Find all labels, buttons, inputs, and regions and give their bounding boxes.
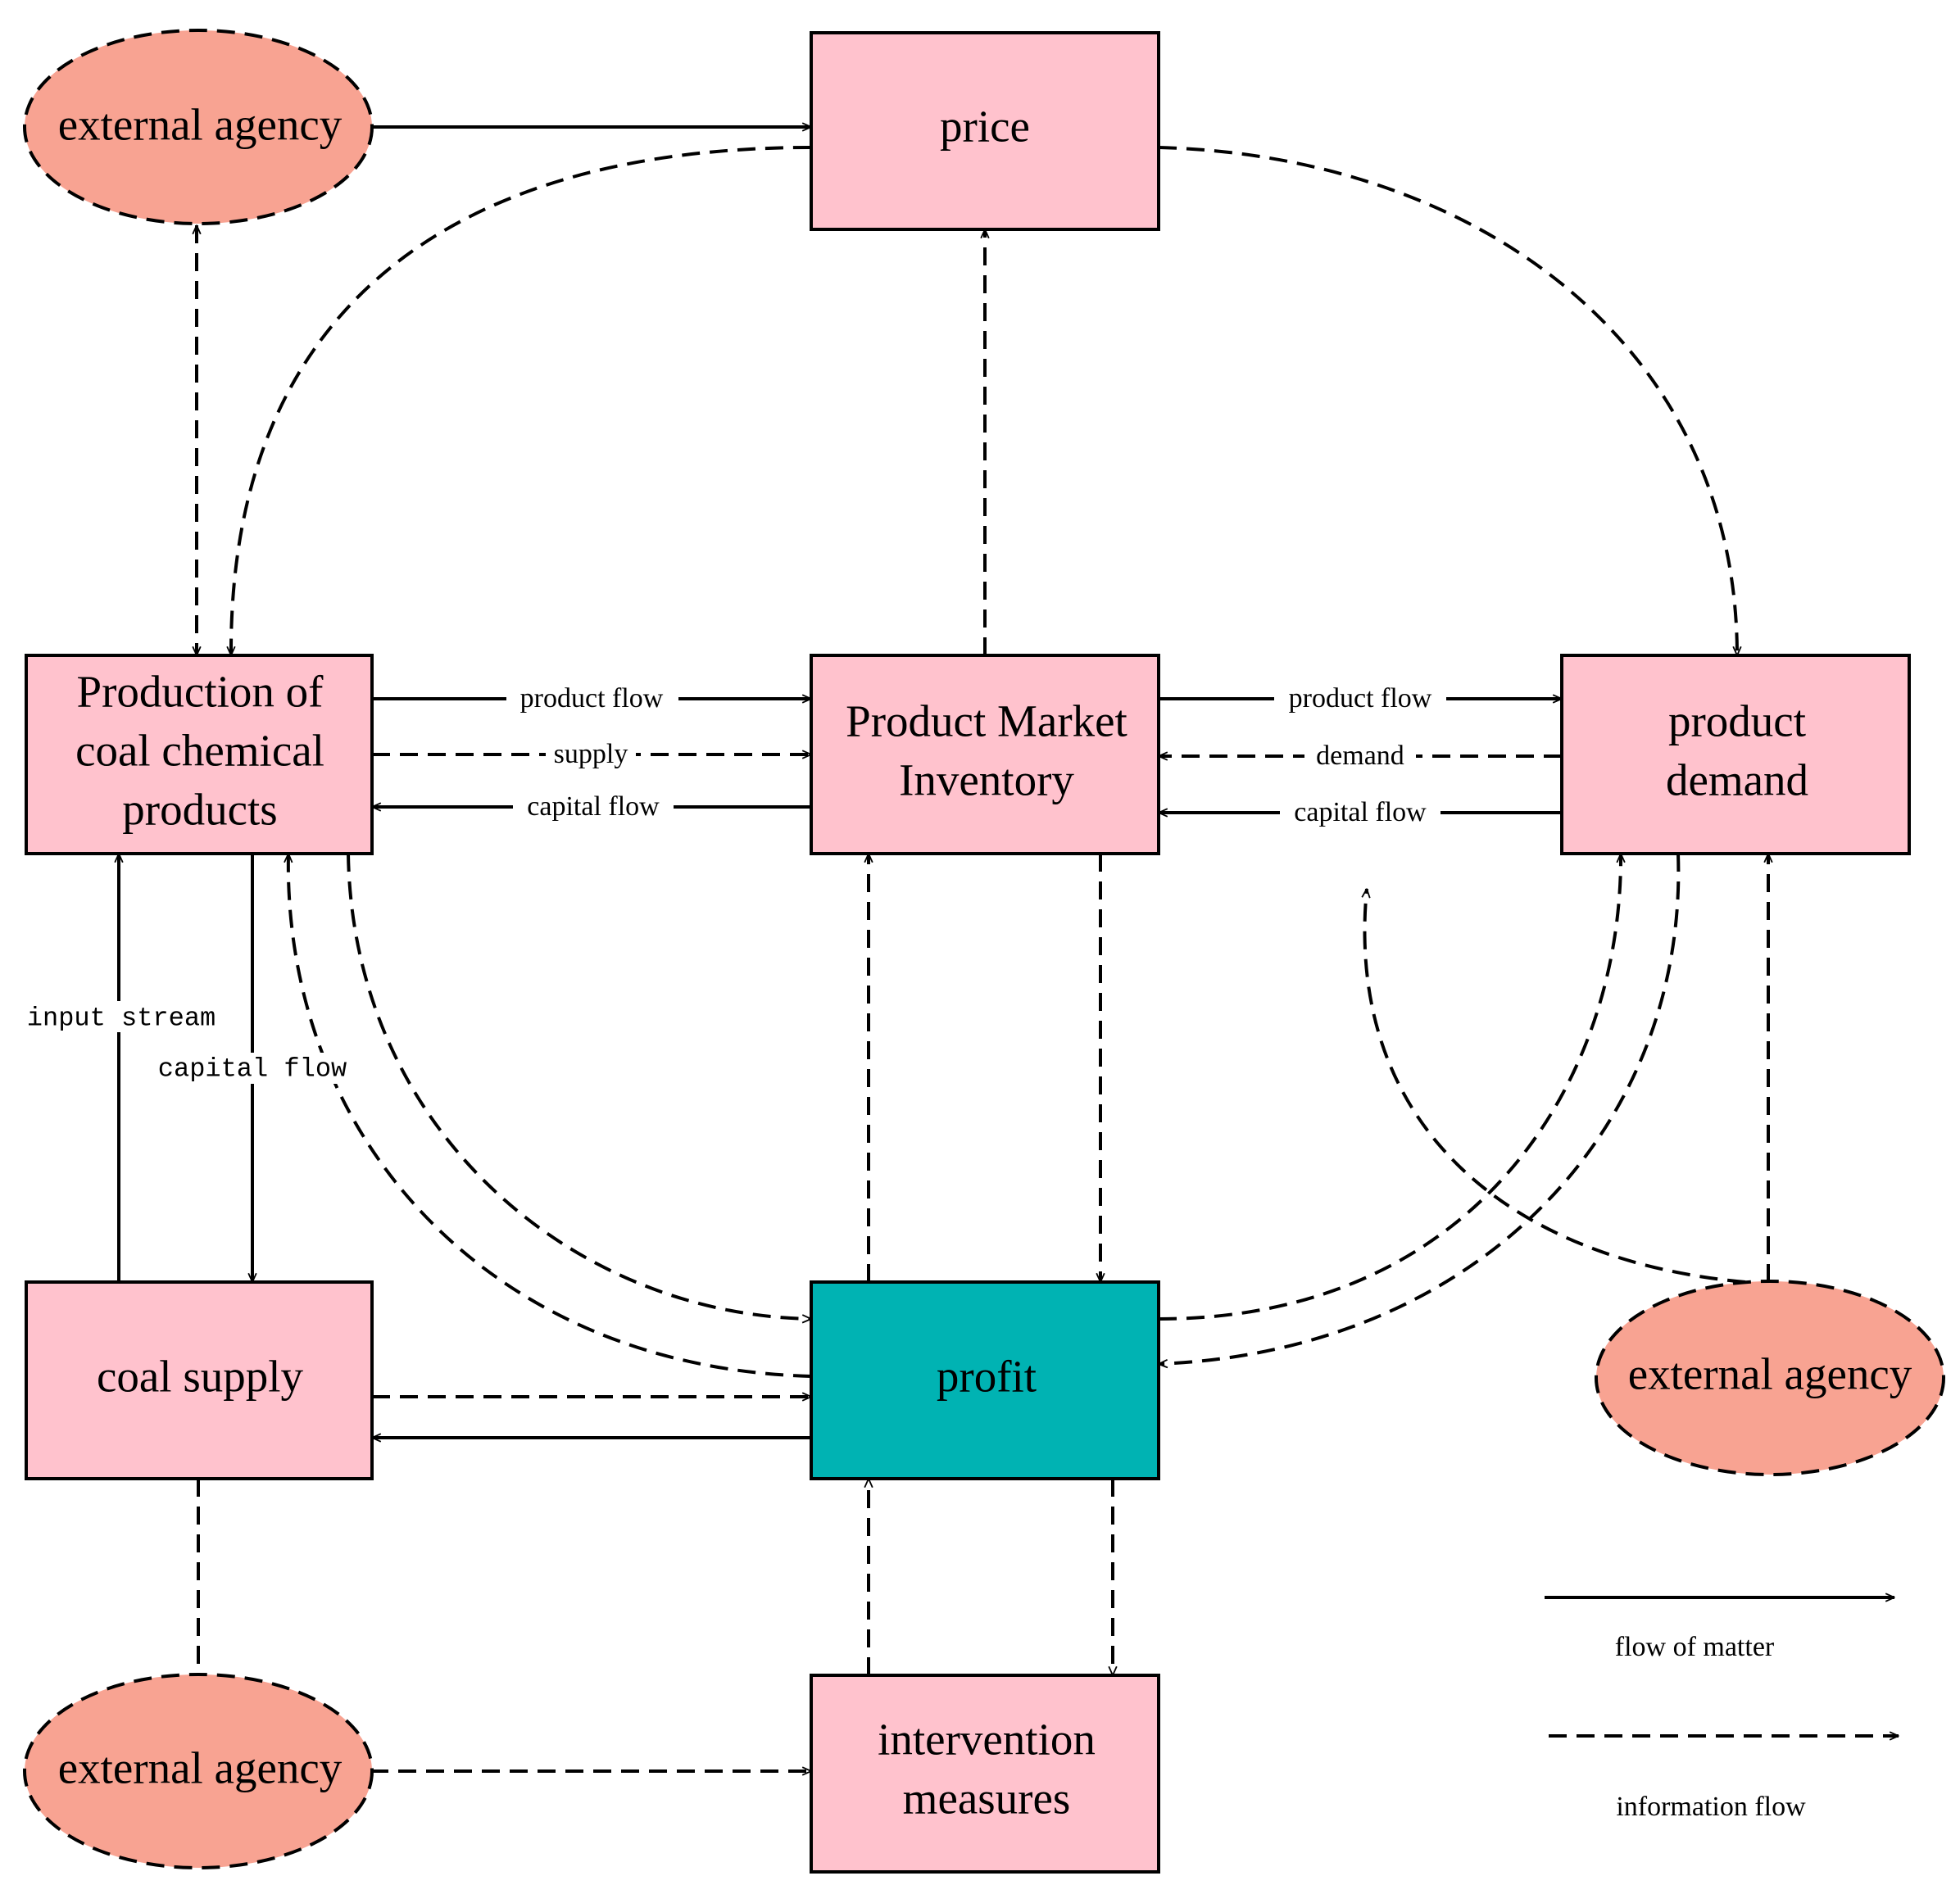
node-profit: profit: [810, 1280, 1160, 1480]
legend-information-flow: information flow: [1616, 1792, 1806, 1822]
label-input-stream: input stream: [27, 1003, 216, 1033]
node-inventory-label-1: Product Market: [846, 696, 1127, 746]
external-agency-top-label: external agency: [58, 100, 343, 150]
label-prod-inv-product-flow: product flow: [520, 683, 664, 714]
node-external-agency-top: external agency: [23, 29, 374, 225]
node-intervention: intervention measures: [810, 1674, 1160, 1874]
label-dem-inv-demand: demand: [1316, 741, 1404, 771]
node-inventory: Product Market Inventory: [810, 654, 1160, 855]
node-coal-supply-label: coal supply: [97, 1352, 304, 1402]
external-agency-right-label: external agency: [1628, 1349, 1912, 1399]
label-inv-prod-capital-flow: capital flow: [527, 791, 660, 822]
legend: flow of matter information flow: [1545, 1597, 1899, 1822]
legend-flow-of-matter: flow of matter: [1615, 1632, 1775, 1662]
node-demand-label-1: product: [1668, 696, 1806, 746]
edge-profit-to-production: [288, 854, 812, 1378]
edge-profit-to-demand: [1158, 854, 1621, 1321]
node-external-agency-bottom: external agency: [23, 1673, 374, 1869]
node-external-agency-right: external agency: [1595, 1280, 1945, 1476]
node-price: price: [810, 31, 1160, 231]
node-production: Production of coal chemical products: [25, 654, 374, 855]
node-production-label-3: products: [122, 785, 277, 835]
edge-price-to-production: [231, 146, 812, 655]
edge-price-to-demand: [1158, 146, 1737, 655]
label-inv-dem-product-flow: product flow: [1289, 683, 1432, 714]
edge-production-to-profit: [347, 853, 811, 1319]
node-coal-supply: coal supply: [25, 1280, 374, 1480]
edge-external-right-arc: [1364, 889, 1746, 1284]
node-product-demand: product demand: [1560, 654, 1911, 855]
label-prod-inv-supply: supply: [554, 739, 628, 769]
node-inventory-label-2: Inventory: [899, 755, 1074, 805]
node-demand-label-2: demand: [1666, 755, 1808, 805]
label-capital-flow-vertical: capital flow: [158, 1054, 347, 1084]
node-price-label: price: [940, 102, 1030, 152]
label-dem-inv-capital-flow: capital flow: [1294, 797, 1427, 827]
node-production-label-1: Production of: [77, 667, 324, 717]
node-production-label-2: coal chemical: [75, 726, 324, 776]
external-agency-bottom-label: external agency: [58, 1743, 343, 1793]
edge-demand-to-profit: [1159, 853, 1681, 1364]
node-intervention-label-1: intervention: [878, 1715, 1096, 1765]
node-intervention-label-2: measures: [903, 1774, 1071, 1824]
node-profit-label: profit: [937, 1352, 1037, 1402]
